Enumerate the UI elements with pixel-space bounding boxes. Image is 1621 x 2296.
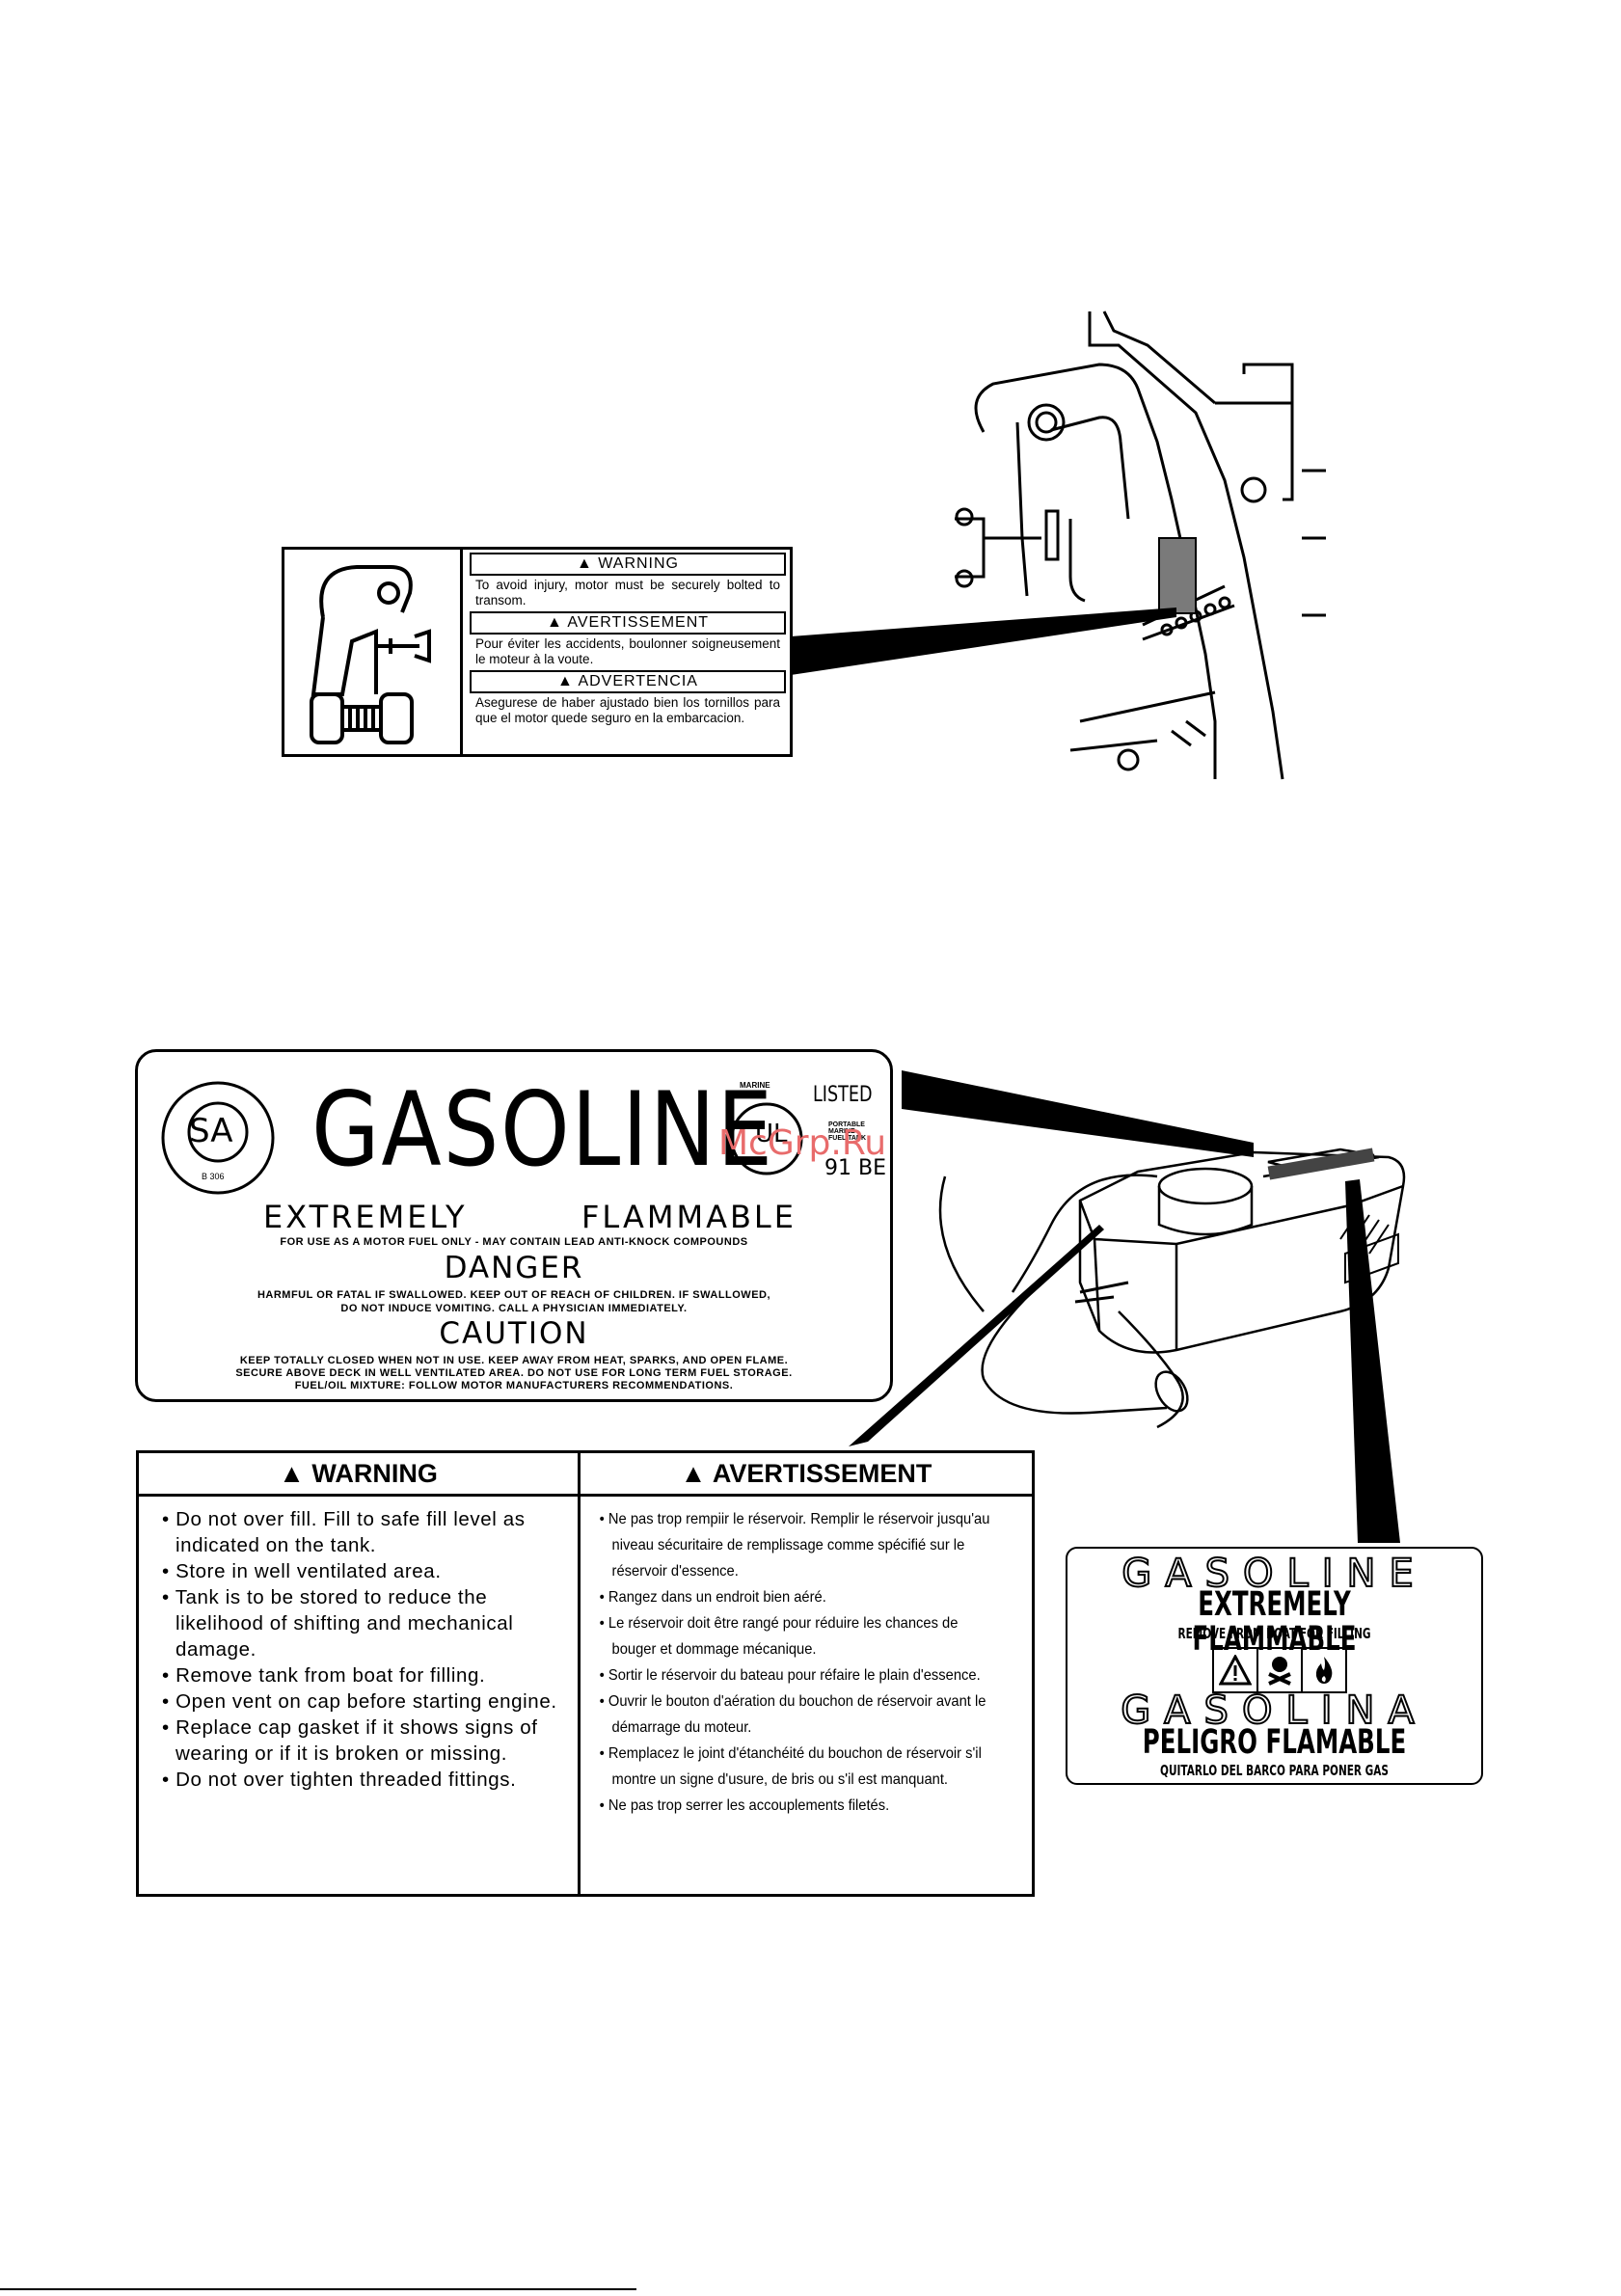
list-item: Le réservoir doit être rangé pour réduir… <box>596 1610 991 1662</box>
list-item: Do not over fill. Fill to safe fill leve… <box>154 1506 572 1558</box>
list-item: Ouvrir le bouton d'aération du bouchon d… <box>596 1688 991 1741</box>
gasoline-warning-label: SA B 306 GASOLINE MARINE UL LISTED PORTA… <box>135 1049 893 1402</box>
list-item: Replace cap gasket if it shows signs of … <box>154 1715 572 1767</box>
warning-triangle-icon: ▲ <box>279 1459 305 1488</box>
csa-code: B 306 <box>202 1172 225 1181</box>
list-item: Ne pas trop rempiir le réservoir. Rempli… <box>596 1506 991 1584</box>
quitarlo-text: QUITARLO DEL BARCO PARA PONER GAS <box>1160 1762 1389 1779</box>
extremely-flammable-text: EXTREMELY FLAMMABLE <box>1192 1585 1357 1659</box>
list-item: Store in well ventilated area. <box>154 1558 572 1584</box>
transom-warning-heading: ▲ WARNING <box>470 553 786 576</box>
english-warning-title: WARNING <box>311 1459 438 1488</box>
listed-text: LISTED <box>813 1083 873 1107</box>
fuel-tank-text: FUEL TANK <box>828 1135 867 1142</box>
english-warning-list: Do not over fill. Fill to safe fill leve… <box>139 1506 578 1793</box>
csa-seal-letters: SA <box>189 1112 233 1150</box>
skull-crossbones-icon <box>1258 1649 1303 1691</box>
portable-marine-text: PORTABLE MARINE <box>828 1121 865 1135</box>
remove-for-filling-text: REMOVE FROM BOAT FOR FILLING <box>1177 1625 1371 1642</box>
transom-avertissement-body: Pour éviter les accidents, boulonner soi… <box>475 636 780 666</box>
clamp-bolt-pictogram <box>284 550 463 754</box>
gasoline-title: GASOLINE <box>311 1070 774 1189</box>
caution-line-2: SECURE ABOVE DECK IN WELL VENTILATED ARE… <box>235 1367 793 1379</box>
marine-text: MARINE <box>740 1081 770 1090</box>
danger-line-2: DO NOT INDUCE VOMITING. CALL A PHYSICIAN… <box>340 1303 688 1314</box>
list-item: Tank is to be stored to reduce the likel… <box>154 1584 572 1662</box>
transom-advertencia-title: ADVERTENCIA <box>578 673 698 689</box>
flammable-text: FLAMMABLE <box>581 1199 797 1235</box>
ul-mark: UL <box>755 1120 788 1148</box>
flame-icon <box>1303 1649 1345 1691</box>
caution-heading: CAUTION <box>439 1316 589 1351</box>
small-gasoline-label: GASOLINE EXTREMELY FLAMMABLE REMOVE FROM… <box>1066 1547 1483 1785</box>
fuel-use-line: FOR USE AS A MOTOR FUEL ONLY - MAY CONTA… <box>280 1236 748 1248</box>
gasolina-outline-text: GASOLINA <box>1120 1688 1428 1733</box>
list-item: Remplacez le joint d'étanchéité du bouch… <box>596 1741 991 1793</box>
bottom-rule <box>0 2288 636 2290</box>
list-item: Do not over tighten threaded fittings. <box>154 1767 572 1793</box>
english-warning-column: ▲ WARNING Do not over fill. Fill to safe… <box>139 1453 581 1894</box>
hazard-icon-strip <box>1212 1647 1347 1693</box>
list-item: Open vent on cap before starting engine. <box>154 1688 572 1715</box>
french-warning-column: ▲ AVERTISSEMENT Ne pas trop rempiir le r… <box>581 1453 1032 1894</box>
transom-advertencia-body: Asegurese de haber ajustado bien los tor… <box>475 695 780 725</box>
warning-triangle-icon: ▲ <box>680 1459 707 1488</box>
ul-marine-seal-icon <box>730 1102 803 1175</box>
extremely-text: EXTREMELY <box>263 1199 468 1235</box>
transom-avertissement-title: AVERTISSEMENT <box>567 614 710 631</box>
danger-line-1: HARMFUL OR FATAL IF SWALLOWED. KEEP OUT … <box>257 1289 771 1301</box>
french-warning-list: Ne pas trop rempiir le réservoir. Rempli… <box>581 1506 1032 1819</box>
transom-warning-title: WARNING <box>598 555 679 572</box>
peligro-flamable-text: PELIGRO FLAMABLE <box>1142 1723 1407 1762</box>
caution-line-3: FUEL/OIL MIXTURE: FOLLOW MOTOR MANUFACTU… <box>294 1380 734 1391</box>
gasoline-outline-text: GASOLINE <box>1121 1552 1427 1596</box>
pointer-wedge-transom <box>791 608 1176 675</box>
english-warning-heading: ▲ WARNING <box>139 1453 578 1497</box>
danger-heading: DANGER <box>444 1251 584 1285</box>
list-item: Rangez dans un endroit bien aéré. <box>596 1584 991 1610</box>
listing-code: 91 BE <box>824 1156 886 1180</box>
french-warning-heading: ▲ AVERTISSEMENT <box>581 1453 1032 1497</box>
pointer-wedges-tank <box>849 1070 1400 1543</box>
motor-bracket-illustration <box>955 311 1326 780</box>
french-warning-title: AVERTISSEMENT <box>712 1459 932 1488</box>
list-item: Sortir le réservoir du bateau pour réfai… <box>596 1662 991 1688</box>
csa-seal-icon <box>161 1081 275 1195</box>
transom-warning-body: To avoid injury, motor must be securely … <box>475 578 780 608</box>
warning-triangle-icon <box>1214 1649 1258 1691</box>
caution-line-1: KEEP TOTALLY CLOSED WHEN NOT IN USE. KEE… <box>239 1355 789 1366</box>
transom-warning-label: ▲ WARNING To avoid injury, motor must be… <box>282 547 793 757</box>
list-item: Remove tank from boat for filling. <box>154 1662 572 1688</box>
watermark: McGrp.Ru <box>718 1123 887 1163</box>
list-item: Ne pas trop serrer les accouplements fil… <box>596 1793 991 1819</box>
transom-advertencia-heading: ▲ ADVERTENCIA <box>470 670 786 693</box>
transom-avertissement-heading: ▲ AVERTISSEMENT <box>470 611 786 635</box>
bilingual-warning-table: ▲ WARNING Do not over fill. Fill to safe… <box>136 1450 1035 1897</box>
